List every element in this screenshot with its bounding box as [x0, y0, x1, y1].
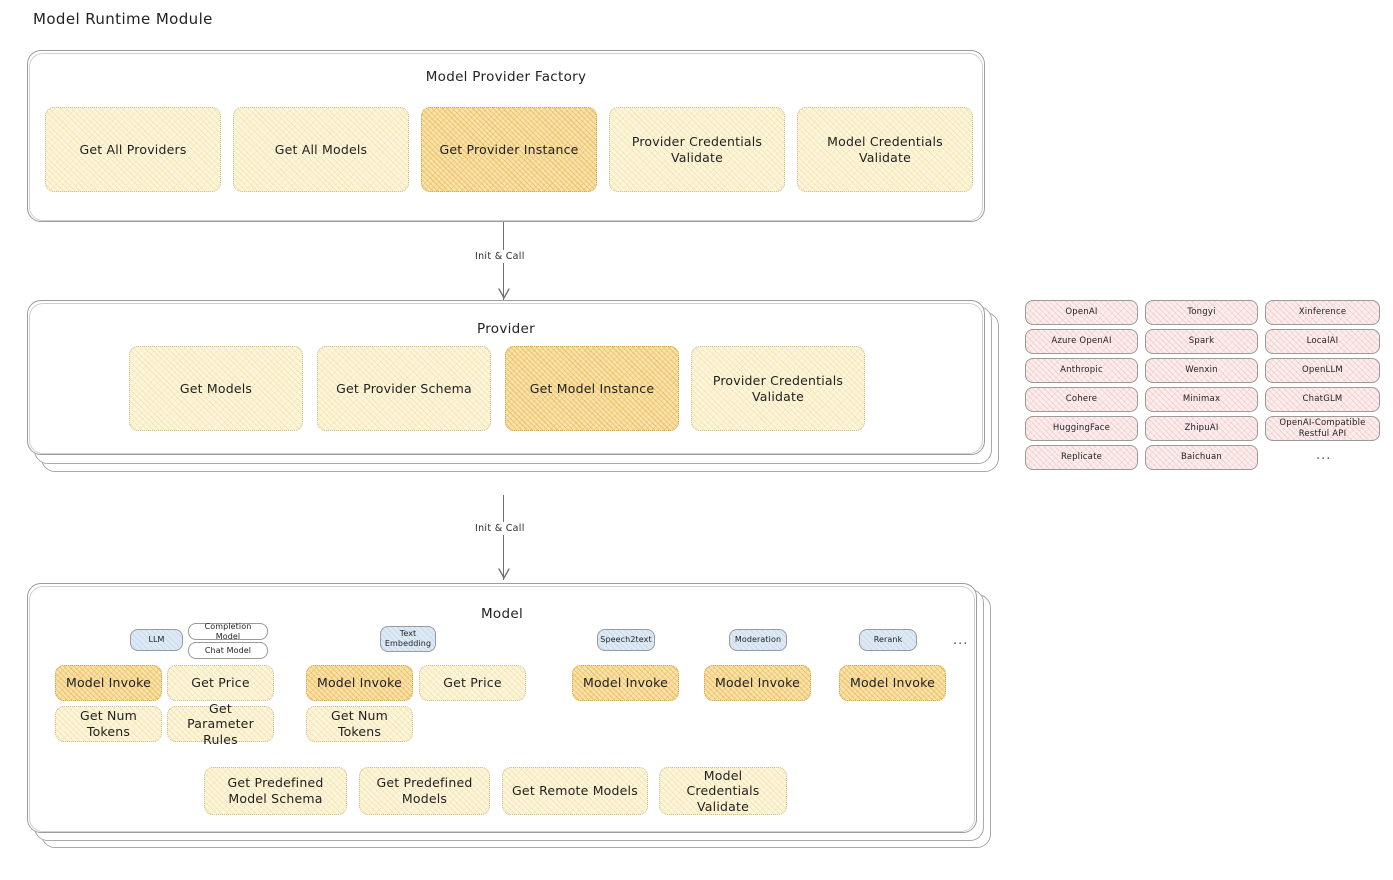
connector-provider-to-model: Init & Call — [471, 495, 529, 580]
model-type-tag-llm[interactable]: LLM — [130, 629, 183, 651]
connector-label-init-and-call-2: Init & Call — [471, 522, 529, 535]
provider-chip-openai-compatible-restful-api[interactable]: OpenAI-Compatible Restful API — [1265, 416, 1380, 441]
section-model-provider-factory: Model Provider Factory Get All Providers… — [27, 50, 985, 222]
provider-chip-minimax[interactable]: Minimax — [1145, 387, 1258, 412]
node-get-all-models[interactable]: Get All Models — [233, 107, 409, 192]
model-subtag-completion-model[interactable]: Completion Model — [188, 622, 268, 641]
provider-chip-openllm[interactable]: OpenLLM — [1265, 358, 1380, 383]
provider-chip-replicate[interactable]: Replicate — [1025, 445, 1138, 470]
node-text-embedding-model-invoke[interactable]: Model Invoke — [306, 665, 413, 701]
provider-chip-localai[interactable]: LocalAI — [1265, 329, 1380, 354]
provider-chip-spark[interactable]: Spark — [1145, 329, 1258, 354]
provider-chip-zhipuai[interactable]: ZhipuAI — [1145, 416, 1258, 441]
section-title-model-provider-factory: Model Provider Factory — [425, 69, 587, 85]
node-provider-credentials-validate[interactable]: Provider Credentials Validate — [609, 107, 785, 192]
provider-chip-xinference[interactable]: Xinference — [1265, 300, 1380, 325]
node-moderation-model-invoke[interactable]: Model Invoke — [704, 665, 811, 701]
section-title-model: Model — [480, 606, 524, 622]
node-llm-model-invoke[interactable]: Model Invoke — [55, 665, 162, 701]
provider-chip-baichuan[interactable]: Baichuan — [1145, 445, 1258, 470]
node-llm-get-num-tokens[interactable]: Get Num Tokens — [55, 706, 162, 742]
node-text-embedding-get-price[interactable]: Get Price — [419, 665, 526, 701]
section-model: Model LLM Completion Model Chat Model Mo… — [27, 583, 977, 833]
model-type-tag-text-embedding[interactable]: Text Embedding — [380, 626, 436, 652]
provider-chip-azure-openai[interactable]: Azure OpenAI — [1025, 329, 1138, 354]
section-provider: Provider Get Models Get Provider Schema … — [27, 300, 985, 455]
node-model-credentials-validate[interactable]: Model Credentials Validate — [797, 107, 973, 192]
arrowhead-icon-2 — [497, 568, 510, 579]
provider-chip-wenxin[interactable]: Wenxin — [1145, 358, 1258, 383]
node-llm-get-parameter-rules[interactable]: Get Parameter Rules — [167, 701, 274, 747]
node-get-provider-schema[interactable]: Get Provider Schema — [317, 346, 491, 431]
section-title-provider: Provider — [477, 321, 535, 337]
provider-list-more: ... — [1316, 448, 1332, 463]
node-get-all-providers[interactable]: Get All Providers — [45, 107, 221, 192]
provider-list: OpenAI Azure OpenAI Anthropic Cohere Hug… — [1025, 300, 1380, 475]
node-model-credentials-validate-model[interactable]: Model Credentials Validate — [659, 767, 787, 815]
connector-label-init-and-call: Init & Call — [471, 250, 529, 263]
node-get-remote-models[interactable]: Get Remote Models — [502, 767, 648, 815]
node-get-predefined-model-schema[interactable]: Get Predefined Model Schema — [204, 767, 347, 815]
provider-chip-huggingface[interactable]: HuggingFace — [1025, 416, 1138, 441]
model-type-tag-speech2text[interactable]: Speech2text — [597, 629, 655, 651]
provider-chip-tongyi[interactable]: Tongyi — [1145, 300, 1258, 325]
arrowhead-icon — [497, 288, 510, 299]
provider-chip-chatglm[interactable]: ChatGLM — [1265, 387, 1380, 412]
model-subtag-chat-model[interactable]: Chat Model — [188, 642, 268, 659]
node-get-predefined-models[interactable]: Get Predefined Models — [359, 767, 490, 815]
node-rerank-model-invoke[interactable]: Model Invoke — [839, 665, 946, 701]
provider-chip-anthropic[interactable]: Anthropic — [1025, 358, 1138, 383]
node-speech2text-model-invoke[interactable]: Model Invoke — [572, 665, 679, 701]
page-title: Model Runtime Module — [33, 10, 213, 28]
node-text-embedding-get-num-tokens[interactable]: Get Num Tokens — [306, 706, 413, 742]
node-get-provider-instance[interactable]: Get Provider Instance — [421, 107, 597, 192]
node-get-models[interactable]: Get Models — [129, 346, 303, 431]
provider-chip-openai[interactable]: OpenAI — [1025, 300, 1138, 325]
connector-factory-to-provider: Init & Call — [471, 222, 529, 300]
node-get-model-instance[interactable]: Get Model Instance — [505, 346, 679, 431]
model-types-more: ... — [953, 633, 969, 648]
node-llm-get-price[interactable]: Get Price — [167, 665, 274, 701]
model-type-tag-moderation[interactable]: Moderation — [729, 629, 787, 651]
provider-chip-cohere[interactable]: Cohere — [1025, 387, 1138, 412]
model-type-tag-rerank[interactable]: Rerank — [859, 629, 917, 651]
node-provider-credentials-validate-2[interactable]: Provider Credentials Validate — [691, 346, 865, 431]
